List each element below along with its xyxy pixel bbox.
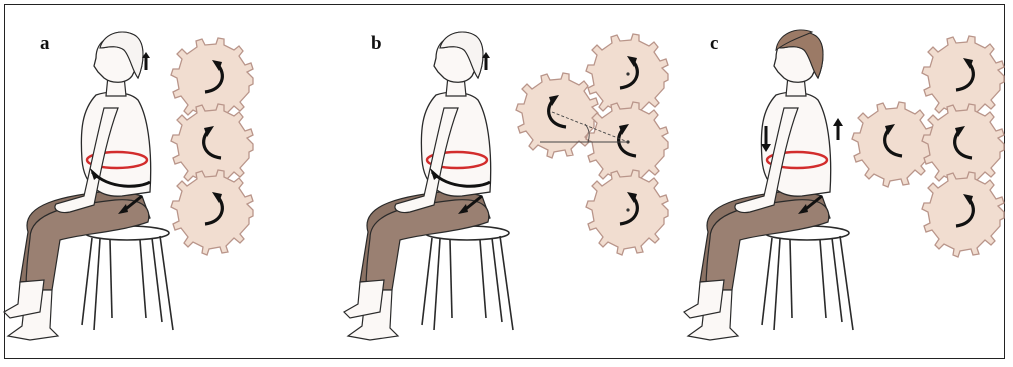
- figure-a: [4, 32, 173, 340]
- gear-cross-b: [516, 34, 668, 255]
- figure-c: [684, 30, 853, 340]
- gear-cross-c: [852, 36, 1004, 257]
- panel-c: [684, 30, 1004, 340]
- panel-a: [4, 32, 253, 340]
- figure-b: [344, 32, 513, 340]
- gear-stack-a: [171, 38, 253, 255]
- panel-b: [344, 32, 668, 340]
